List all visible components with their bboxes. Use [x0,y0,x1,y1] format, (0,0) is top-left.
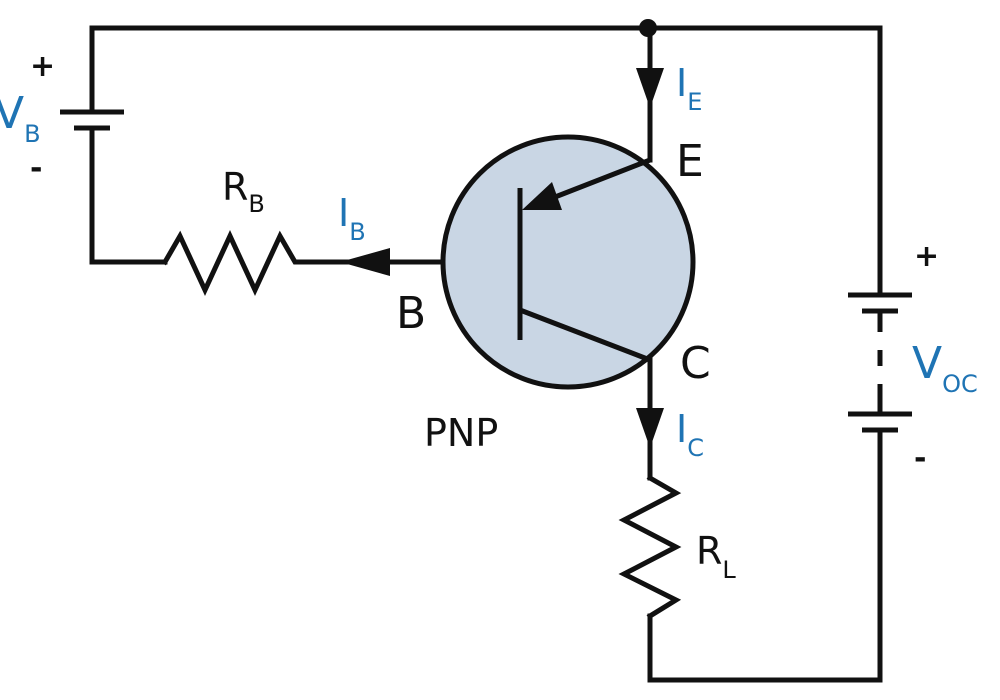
voc-plus-sign: + [914,239,939,274]
transistor-type-label: PNP [424,411,498,455]
ic-subscript: C [687,434,704,462]
rl-label: RL [696,529,736,584]
rl-resistor [618,474,682,620]
ib-label: IB [338,191,366,246]
emitter-label: E [676,136,704,187]
ie-symbol: I [676,61,687,105]
rb-symbol: R [222,165,248,209]
ic-arrow [636,408,664,448]
right-wire-lower [647,429,883,683]
vb-symbol: V [0,88,24,139]
vb-plus-sign: + [30,49,55,84]
vb-label: VB [0,88,41,148]
rb-resistor [161,230,308,296]
ie-arrow [636,68,664,108]
rb-subscript: B [248,190,264,218]
rl-symbol: R [696,529,722,573]
emitter-arrow [522,182,562,210]
ib-arrow [340,248,390,276]
ic-label: IC [676,407,704,462]
voc-battery [848,292,912,433]
voc-label: VOC [912,338,978,398]
collector-label: C [680,338,711,389]
rl-subscript: L [722,556,736,584]
collector-lead [519,307,651,363]
voc-minus-sign: - [914,441,926,476]
ib-symbol: I [338,191,349,235]
ic-symbol: I [676,407,687,451]
rb-label: RB [222,165,265,218]
ie-label: IE [676,61,702,116]
junction-dot [639,19,657,37]
left-wire-lower [89,125,168,265]
pnp-transistor [440,134,696,390]
transistor-body [440,134,696,390]
ie-subscript: E [687,88,702,116]
ib-subscript: B [349,218,365,246]
base-label: B [396,288,426,339]
vb-subscript: B [24,120,40,148]
voc-symbol: V [912,338,942,389]
voc-subscript: OC [942,370,978,398]
vb-minus-sign: - [30,151,42,186]
vb-battery [60,109,124,131]
